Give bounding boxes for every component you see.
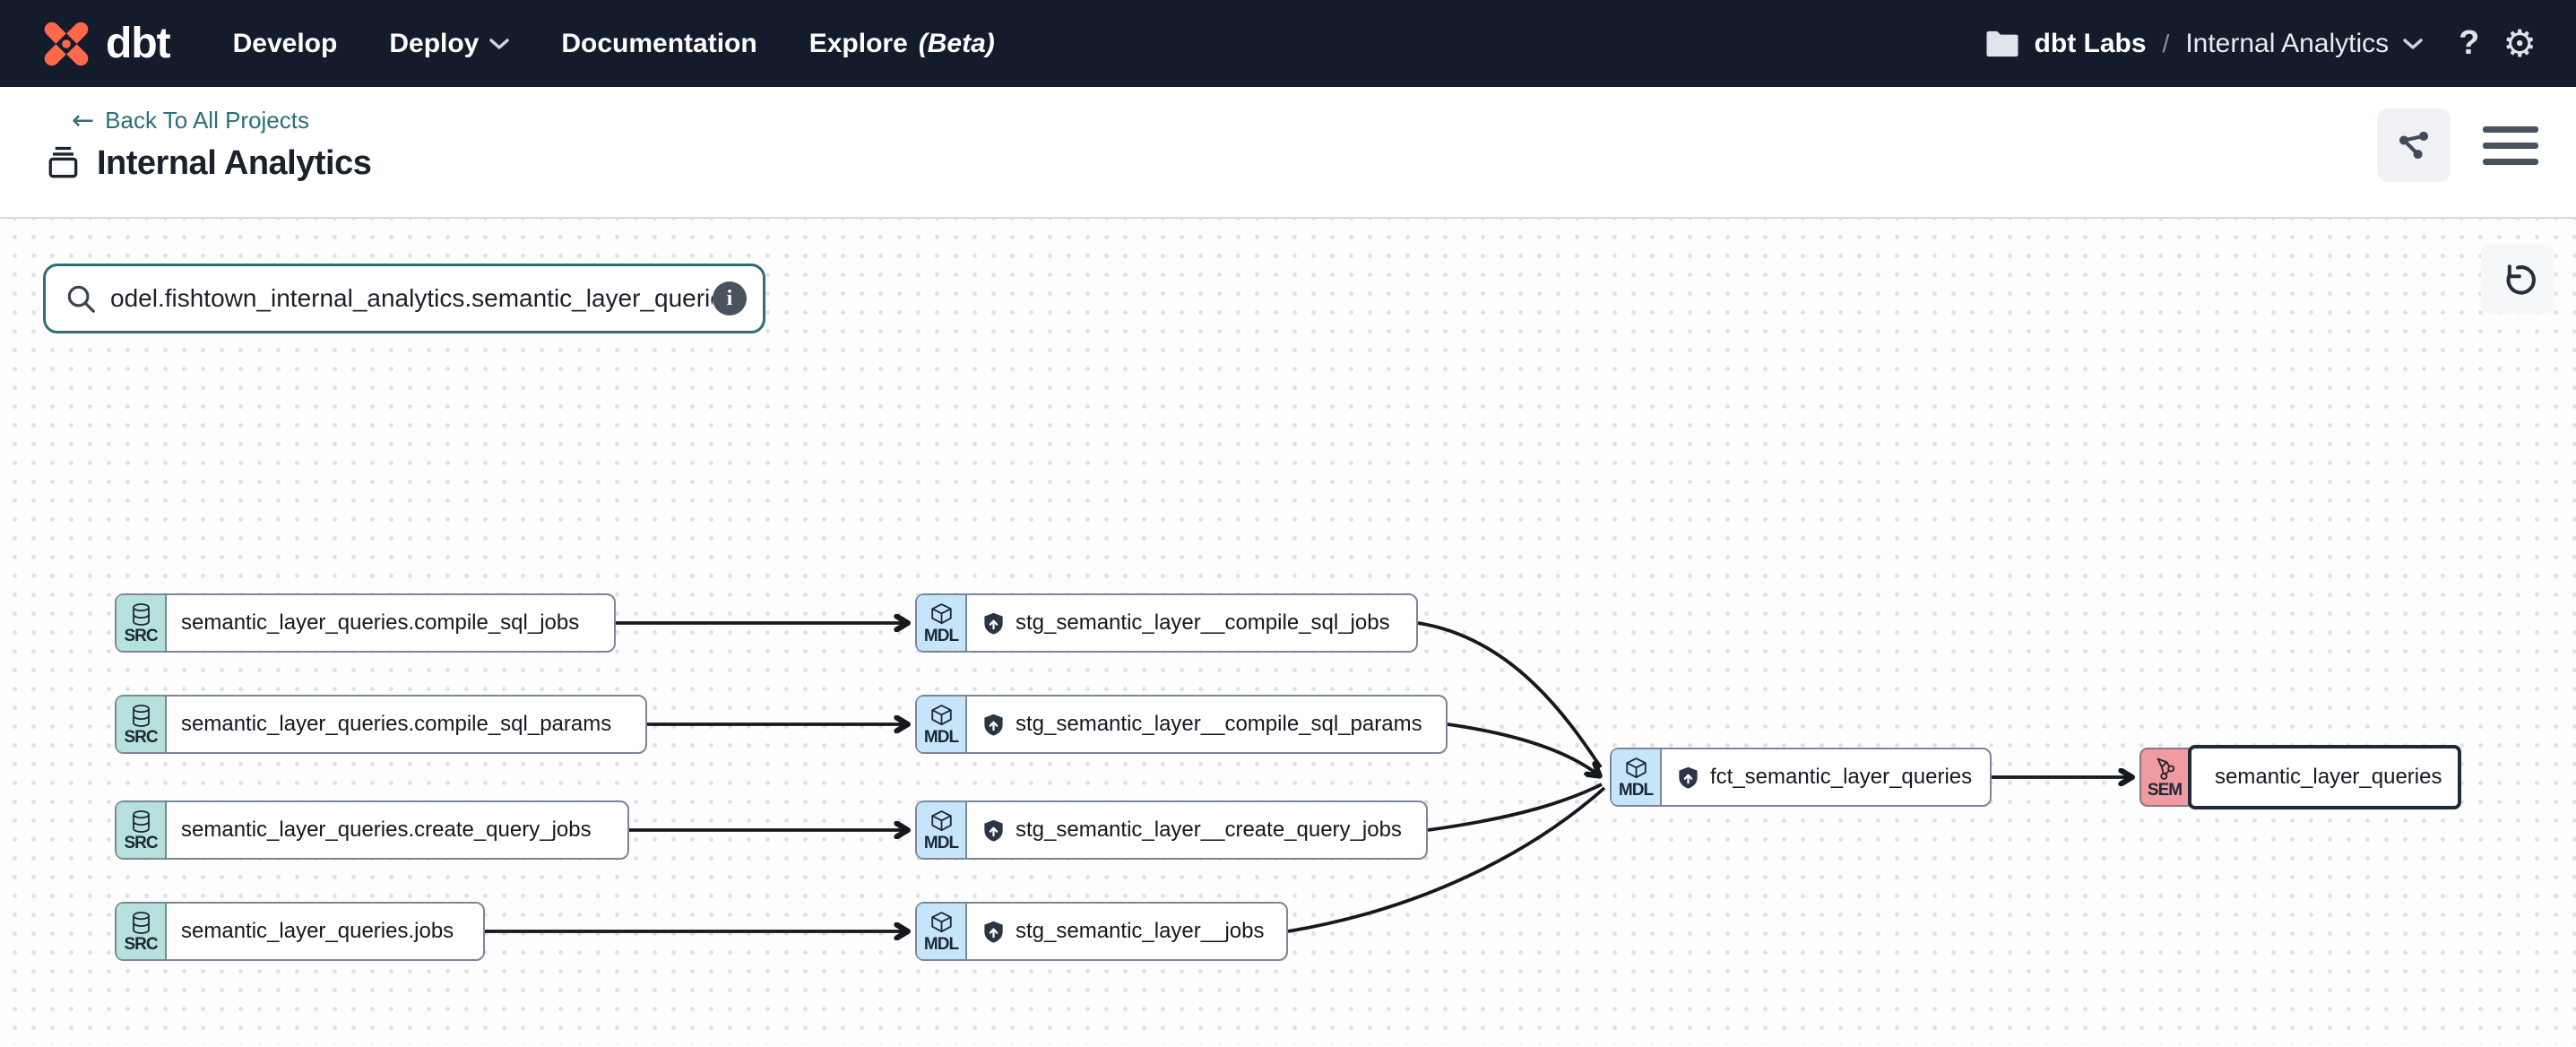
model-badge: MDL <box>917 802 967 858</box>
cube-icon <box>1625 757 1647 778</box>
database-icon <box>132 704 150 727</box>
lineage-node-semantic-layer-queries-selected[interactable]: SEM semantic_layer_queries <box>2139 745 2461 809</box>
nav-menu: Develop Deploy Documentation Explore (Be… <box>233 29 995 59</box>
source-badge: SRC <box>117 904 167 959</box>
reset-view-button[interactable] <box>2481 244 2554 314</box>
lineage-node-source-create-query-jobs[interactable]: SRC semantic_layer_queries.create_query_… <box>115 800 629 860</box>
back-link-label: Back To All Projects <box>105 107 309 134</box>
folder-icon <box>1986 30 2018 56</box>
node-label: fct_semantic_layer_queries <box>1662 749 1990 805</box>
node-label: stg_semantic_layer__compile_sql_jobs <box>967 595 1416 651</box>
model-badge: MDL <box>917 595 967 651</box>
model-badge: MDL <box>917 904 967 959</box>
search-icon <box>67 285 95 313</box>
protected-shield-icon <box>1679 766 1698 789</box>
page-title: Internal Analytics <box>97 143 372 182</box>
cube-icon <box>930 602 952 624</box>
lineage-node-stg-compile-sql-params[interactable]: MDL stg_semantic_layer__compile_sql_para… <box>915 695 1448 754</box>
menu-hamburger-button[interactable] <box>2483 108 2538 182</box>
source-badge: SRC <box>117 595 167 651</box>
node-label: semantic_layer_queries <box>2188 745 2461 809</box>
page-header: ← Back To All Projects Internal Analytic… <box>0 87 2576 219</box>
node-label: stg_semantic_layer__jobs <box>967 904 1286 959</box>
dbt-logo-icon <box>44 22 89 65</box>
settings-gear-icon[interactable]: ⚙ <box>2503 21 2537 65</box>
lineage-icon <box>2399 131 2429 160</box>
project-stack-icon <box>48 146 78 178</box>
top-nav: dbt Develop Deploy Documentation Explore… <box>0 0 2576 87</box>
project-name: Internal Analytics <box>2185 28 2390 58</box>
model-badge: MDL <box>1612 749 1662 805</box>
breadcrumb-separator: / <box>2162 29 2170 57</box>
cube-icon <box>930 911 952 932</box>
protected-shield-icon <box>984 612 1003 635</box>
info-icon[interactable]: i <box>713 281 747 316</box>
lineage-view-button[interactable] <box>2377 108 2451 182</box>
lineage-node-stg-jobs[interactable]: MDL stg_semantic_layer__jobs <box>915 902 1288 961</box>
beta-tag: (Beta) <box>918 28 995 58</box>
chevron-down-icon <box>489 38 510 49</box>
nav-item-documentation[interactable]: Documentation <box>561 28 757 58</box>
semantic-badge: SEM <box>2139 748 2190 807</box>
cube-icon <box>930 704 952 725</box>
header-actions <box>2377 108 2538 182</box>
nav-right: dbt Labs / Internal Analytics ? ⚙ <box>1984 24 2537 63</box>
account-name: dbt Labs <box>2034 28 2147 58</box>
node-label: semantic_layer_queries.compile_sql_param… <box>181 712 612 736</box>
lineage-node-source-compile-sql-params[interactable]: SRC semantic_layer_queries.compile_sql_p… <box>115 695 647 754</box>
reset-rotate-icon <box>2506 264 2536 295</box>
back-arrow-icon: ← <box>72 104 95 136</box>
node-label: semantic_layer_queries.create_query_jobs <box>181 818 592 842</box>
protected-shield-icon <box>984 714 1003 736</box>
protected-shield-icon <box>984 921 1003 943</box>
protected-shield-icon <box>984 819 1003 842</box>
database-icon <box>132 911 150 934</box>
model-badge: MDL <box>917 697 967 752</box>
hamburger-icon <box>2483 125 2538 133</box>
title-row: Internal Analytics <box>0 134 2576 183</box>
chevron-down-icon <box>2403 38 2423 49</box>
source-badge: SRC <box>117 802 167 858</box>
lineage-node-stg-compile-sql-jobs[interactable]: MDL stg_semantic_layer__compile_sql_jobs <box>915 593 1418 653</box>
lineage-node-source-jobs[interactable]: SRC semantic_layer_queries.jobs <box>115 902 485 961</box>
node-label: semantic_layer_queries.jobs <box>181 919 454 943</box>
search-value: odel.fishtown_internal_analytics.semanti… <box>110 284 713 312</box>
nav-item-deploy[interactable]: Deploy <box>389 29 510 59</box>
back-to-projects-link[interactable]: ← Back To All Projects <box>0 87 309 134</box>
database-icon <box>132 809 150 833</box>
account-project-switcher[interactable]: dbt Labs / Internal Analytics <box>1984 29 2424 59</box>
nav-item-explore[interactable]: Explore (Beta) <box>808 28 995 58</box>
lineage-search-input[interactable]: odel.fishtown_internal_analytics.semanti… <box>43 264 765 333</box>
dbt-logo-text: dbt <box>106 20 171 67</box>
help-button[interactable]: ? <box>2459 24 2480 62</box>
node-label: stg_semantic_layer__create_query_jobs <box>967 802 1426 858</box>
lineage-node-stg-create-query-jobs[interactable]: MDL stg_semantic_layer__create_query_job… <box>915 800 1428 860</box>
database-icon <box>132 602 150 626</box>
dbt-logo[interactable]: dbt <box>39 17 171 71</box>
nav-item-develop[interactable]: Develop <box>232 28 338 58</box>
lineage-node-fct-semantic-layer-queries[interactable]: MDL fct_semantic_layer_queries <box>1610 748 1992 807</box>
lineage-node-source-compile-sql-jobs[interactable]: SRC semantic_layer_queries.compile_sql_j… <box>115 593 616 653</box>
node-label: semantic_layer_queries.compile_sql_jobs <box>181 610 580 635</box>
cube-icon <box>930 809 952 831</box>
node-label: stg_semantic_layer__compile_sql_params <box>967 697 1446 752</box>
semantic-model-icon <box>2157 757 2174 780</box>
source-badge: SRC <box>117 697 167 752</box>
lineage-canvas[interactable]: odel.fishtown_internal_analytics.semanti… <box>0 219 2576 1045</box>
